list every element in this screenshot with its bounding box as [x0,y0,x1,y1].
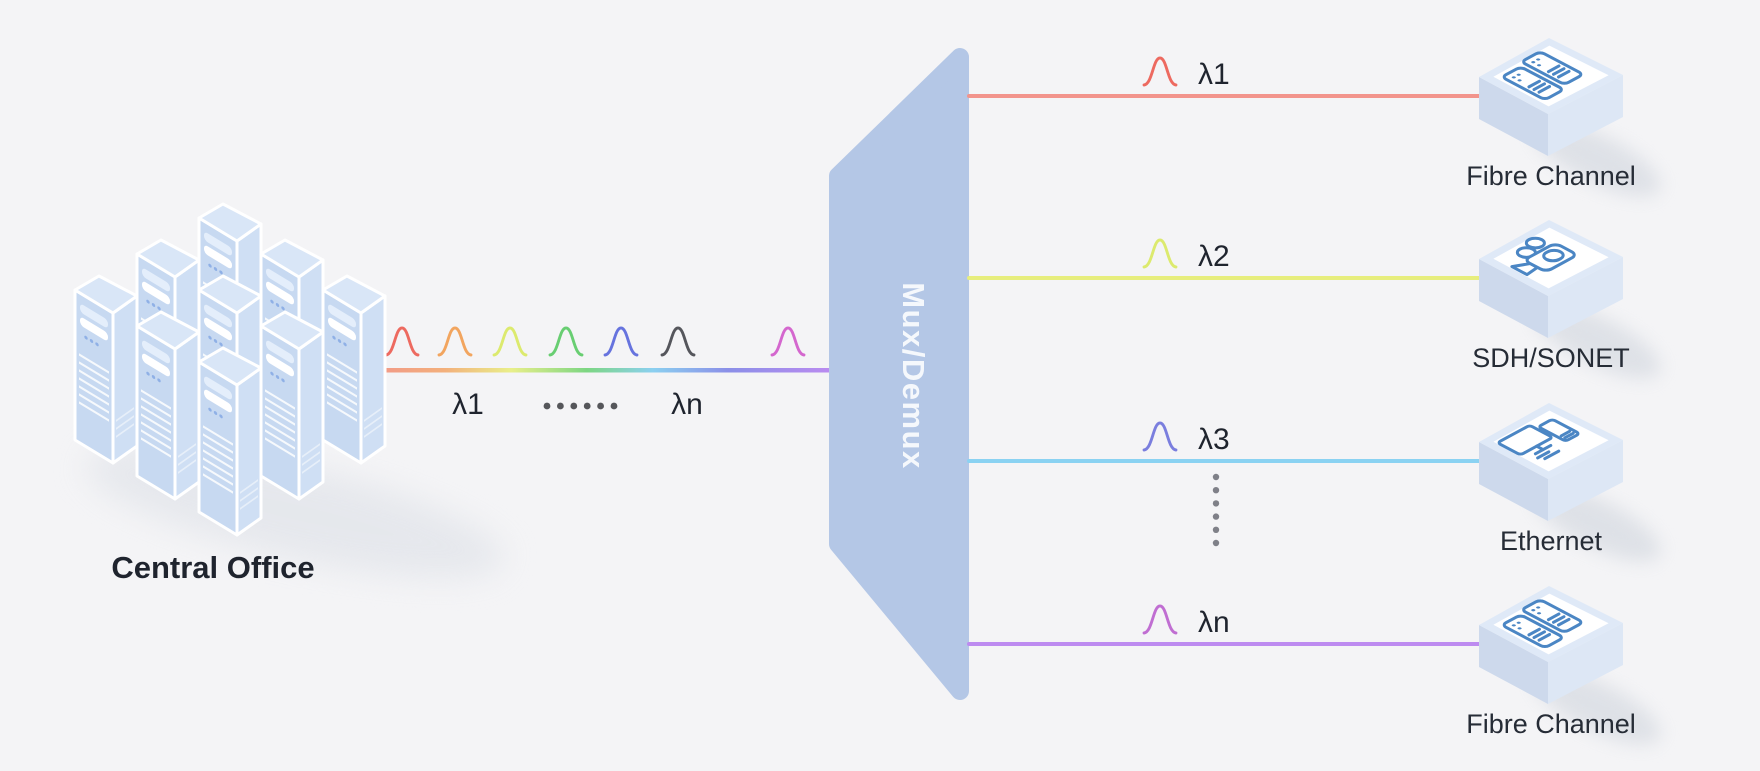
mux-demux-label: Mux/Demux [896,282,931,469]
wavelength-peak-icon [1142,238,1178,269]
device-label: SDH/SONET [1472,343,1630,373]
device-label: Fibre Channel [1466,709,1636,739]
trunk-peak-blue-icon [603,326,639,357]
wavelength-label: λ2 [1198,240,1230,273]
wavelength-peak-icon [1142,421,1178,452]
device-label: Fibre Channel [1466,161,1636,191]
device-label: Ethernet [1500,526,1603,556]
mux-demux-block: Mux/Demux [829,48,969,700]
output-row-lambda1: λ1 Fibre Channel [967,38,1670,211]
trunk-lambda1-label: λ1 [452,388,484,421]
trunk-peak-red-icon [384,326,420,357]
output-row-lambda3: λ3 Ethernet [967,403,1670,576]
trunk-peak-green-icon [548,326,584,357]
trunk-wavelength-peaks [384,326,806,357]
trunk-fiber-line [360,368,832,373]
output-row-lambda2: λ2 SDH/SONET [967,220,1670,393]
trunk-peak-orange-icon [437,326,473,357]
trunk-peak-gray-icon [660,326,696,357]
wavelength-peak-icon [1142,604,1178,635]
wavelength-label: λ1 [1198,58,1230,91]
vertical-ellipsis-dots [1212,473,1220,547]
trunk-lambdan-label: λn [671,388,703,421]
trunk-peak-magenta-icon [770,326,806,357]
mux-demux-shape [829,48,969,700]
central-office-servers [73,202,505,578]
wavelength-peak-icon [1142,56,1178,87]
trunk-peak-yellow-icon [492,326,528,357]
trunk-ellipsis-dots [543,402,618,410]
wavelength-label: λn [1198,606,1230,639]
output-row-lambdan: λn Fibre Channel [967,586,1670,759]
central-office-label: Central Office [111,550,314,585]
wavelength-label: λ3 [1198,423,1230,456]
